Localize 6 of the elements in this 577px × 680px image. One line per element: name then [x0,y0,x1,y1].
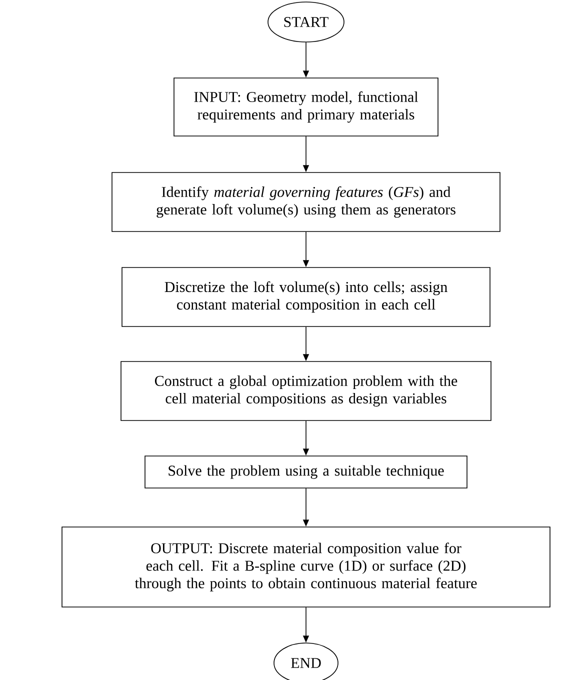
process-box: Solve the problem using a suitable technique [144,456,468,488]
process-box: Construct a global optimization problem with the cell material compositions as design variables [120,361,492,421]
process-box: INPUT: Geometry model, functional requirements and primary materials [174,78,438,136]
process-box: Identify material governing features (GFs) and generate loft volume(s) using them as generators [112,172,500,232]
process-box: Discretize the loft volume(s) into cells; assign constant material composition in each cell [122,267,490,327]
process-box: OUTPUT: Discrete material composition value for each cell. Fit a B-spline curve (1D) or surface (2D) through the points to obtain continuous material feature [62,526,550,608]
